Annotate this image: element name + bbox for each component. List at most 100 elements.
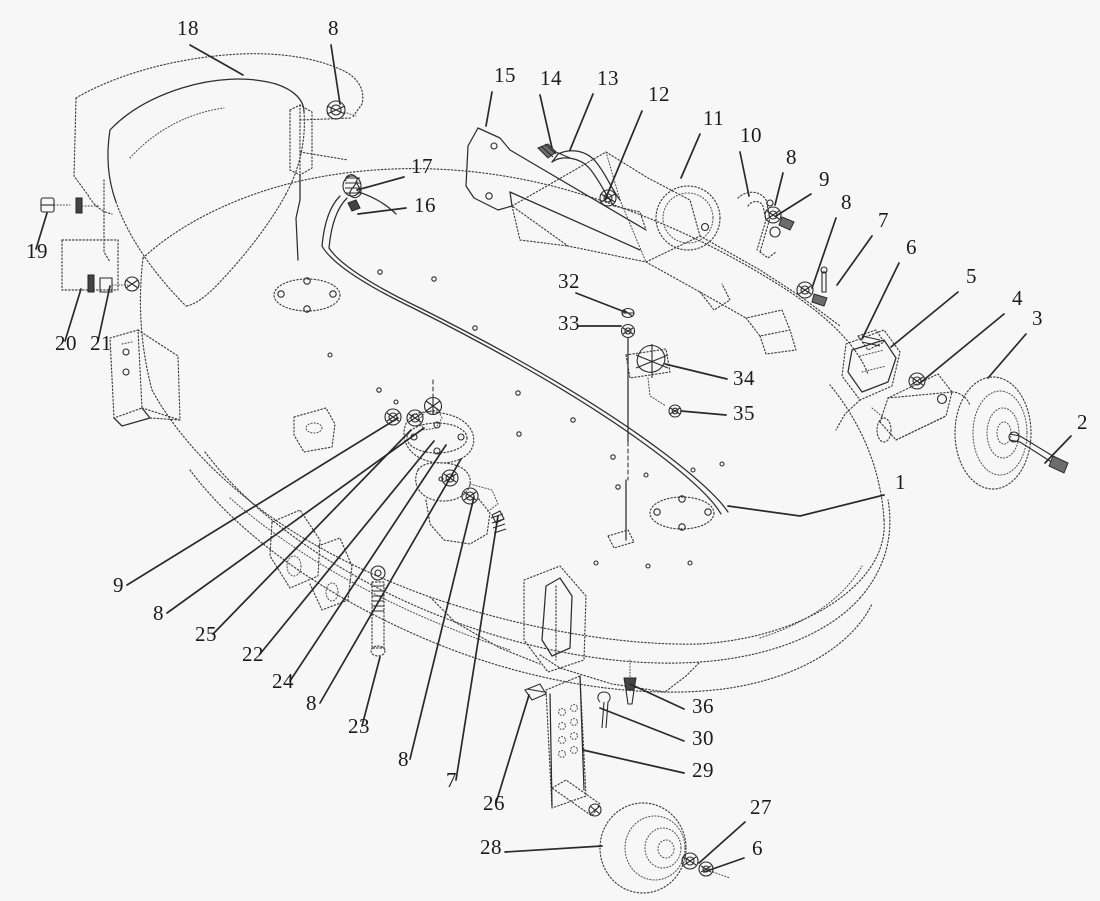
callout-number-18[interactable]: 18 (177, 16, 199, 40)
hardware-nut-32 (621, 307, 635, 319)
leader-line-8 (409, 496, 475, 760)
callout-number-2[interactable]: 2 (1077, 410, 1088, 434)
callout-number-27[interactable]: 27 (750, 795, 772, 819)
hardware-cluster-8-9-upper (764, 206, 795, 238)
callout-number-33[interactable]: 33 (558, 311, 580, 335)
leader-line-24 (289, 444, 447, 682)
callout-number-32[interactable]: 32 (558, 269, 580, 293)
callout-number-34[interactable]: 34 (733, 366, 755, 390)
hardware-nut-9-left (384, 408, 402, 426)
callout-number-17[interactable]: 17 (411, 154, 433, 178)
callout-number-15[interactable]: 15 (494, 63, 516, 87)
leader-lines-group (35, 44, 1072, 873)
hardware-nut-6-right (908, 372, 926, 390)
callout-number-16[interactable]: 16 (414, 193, 436, 217)
callout-number-8[interactable]: 8 (328, 16, 339, 40)
leader-line-7 (455, 515, 499, 781)
callout-number-24[interactable]: 24 (272, 669, 294, 693)
callout-number-8[interactable]: 8 (786, 145, 797, 169)
swivel-34 (625, 344, 671, 407)
roll-pin-26 (524, 683, 547, 701)
leader-line-34 (664, 363, 728, 380)
hardware-bolt-chute (326, 100, 357, 120)
callout-number-6[interactable]: 6 (906, 235, 917, 259)
lower-left-hardware-cluster (269, 379, 507, 657)
hardware-bolt-8-lower (461, 487, 479, 505)
callout-number-10[interactable]: 10 (740, 123, 762, 147)
leader-line-21 (97, 285, 111, 342)
leader-line-18 (189, 44, 244, 76)
callout-number-29[interactable]: 29 (692, 758, 714, 782)
mower-deck-body (139, 168, 891, 693)
callout-number-3[interactable]: 3 (1032, 306, 1043, 330)
leader-line-16 (357, 207, 407, 215)
callout-number-4[interactable]: 4 (1012, 286, 1023, 310)
right-wheel-arm-assembly (835, 329, 1069, 490)
grass-deflector (73, 53, 364, 307)
left-side-hardware (40, 197, 140, 293)
callout-number-36[interactable]: 36 (692, 694, 714, 718)
callout-number-5[interactable]: 5 (966, 264, 977, 288)
callout-number-9[interactable]: 9 (113, 573, 124, 597)
callout-number-11[interactable]: 11 (703, 106, 724, 130)
leader-line-9 (775, 193, 812, 217)
leader-line-13 (569, 93, 594, 151)
callout-number-8[interactable]: 8 (306, 691, 317, 715)
callout-number-1[interactable]: 1 (895, 470, 906, 494)
spring-and-pin-assembly (321, 174, 729, 515)
hardware-nut-35 (668, 404, 682, 418)
center-vertical-rod-assembly (607, 307, 682, 549)
hardware-cluster-8-9-lower (796, 266, 828, 307)
leader-line-12 (604, 110, 643, 201)
leader-line-29 (582, 749, 685, 774)
hardware-bolt-2 (1008, 431, 1069, 474)
callout-number-8[interactable]: 8 (153, 601, 164, 625)
callout-number-20[interactable]: 20 (55, 331, 77, 355)
leader-line-36 (629, 683, 685, 710)
screw-36 (623, 659, 637, 705)
leader-line-8 (319, 458, 462, 704)
leader-line-2 (1044, 435, 1072, 464)
leader-line-30 (599, 707, 685, 742)
callout-number-8[interactable]: 8 (841, 190, 852, 214)
leader-line-4 (919, 313, 1005, 384)
hardware-washer-33 (620, 323, 636, 339)
callout-number-7[interactable]: 7 (446, 768, 457, 792)
callout-number-22[interactable]: 22 (242, 642, 264, 666)
callout-number-14[interactable]: 14 (540, 66, 562, 90)
callout-number-23[interactable]: 23 (348, 714, 370, 738)
callout-number-12[interactable]: 12 (648, 82, 670, 106)
leader-line-15 (485, 91, 493, 127)
leader-line-22 (259, 440, 435, 655)
callout-number-6[interactable]: 6 (752, 836, 763, 860)
leader-line-19 (35, 212, 48, 250)
callout-number-9[interactable]: 9 (819, 167, 830, 191)
callout-number-28[interactable]: 28 (480, 835, 502, 859)
callout-number-8[interactable]: 8 (398, 747, 409, 771)
leader-line-9 (126, 417, 399, 586)
leader-line-35 (680, 410, 727, 416)
callout-number-13[interactable]: 13 (597, 66, 619, 90)
leader-line-27 (698, 821, 746, 864)
callout-number-7[interactable]: 7 (878, 208, 889, 232)
leader-line-28 (504, 845, 603, 853)
callout-number-19[interactable]: 19 (26, 239, 48, 263)
leader-line-23 (361, 656, 381, 727)
leader-line-8 (166, 427, 425, 614)
hardware-washer-25 (406, 409, 424, 427)
callout-number-35[interactable]: 35 (733, 401, 755, 425)
deck-surface-details (273, 269, 725, 569)
spring-7-small (490, 510, 507, 534)
callout-number-26[interactable]: 26 (483, 791, 505, 815)
hairpin-cotter-30 (597, 691, 611, 729)
leader-line-8 (330, 44, 341, 105)
leader-line-32 (575, 292, 626, 313)
leader-line-25 (212, 429, 412, 635)
callout-number-21[interactable]: 21 (90, 331, 112, 355)
callout-number-25[interactable]: 25 (195, 622, 217, 646)
leader-line-14 (539, 94, 553, 149)
callout-number-30[interactable]: 30 (692, 726, 714, 750)
